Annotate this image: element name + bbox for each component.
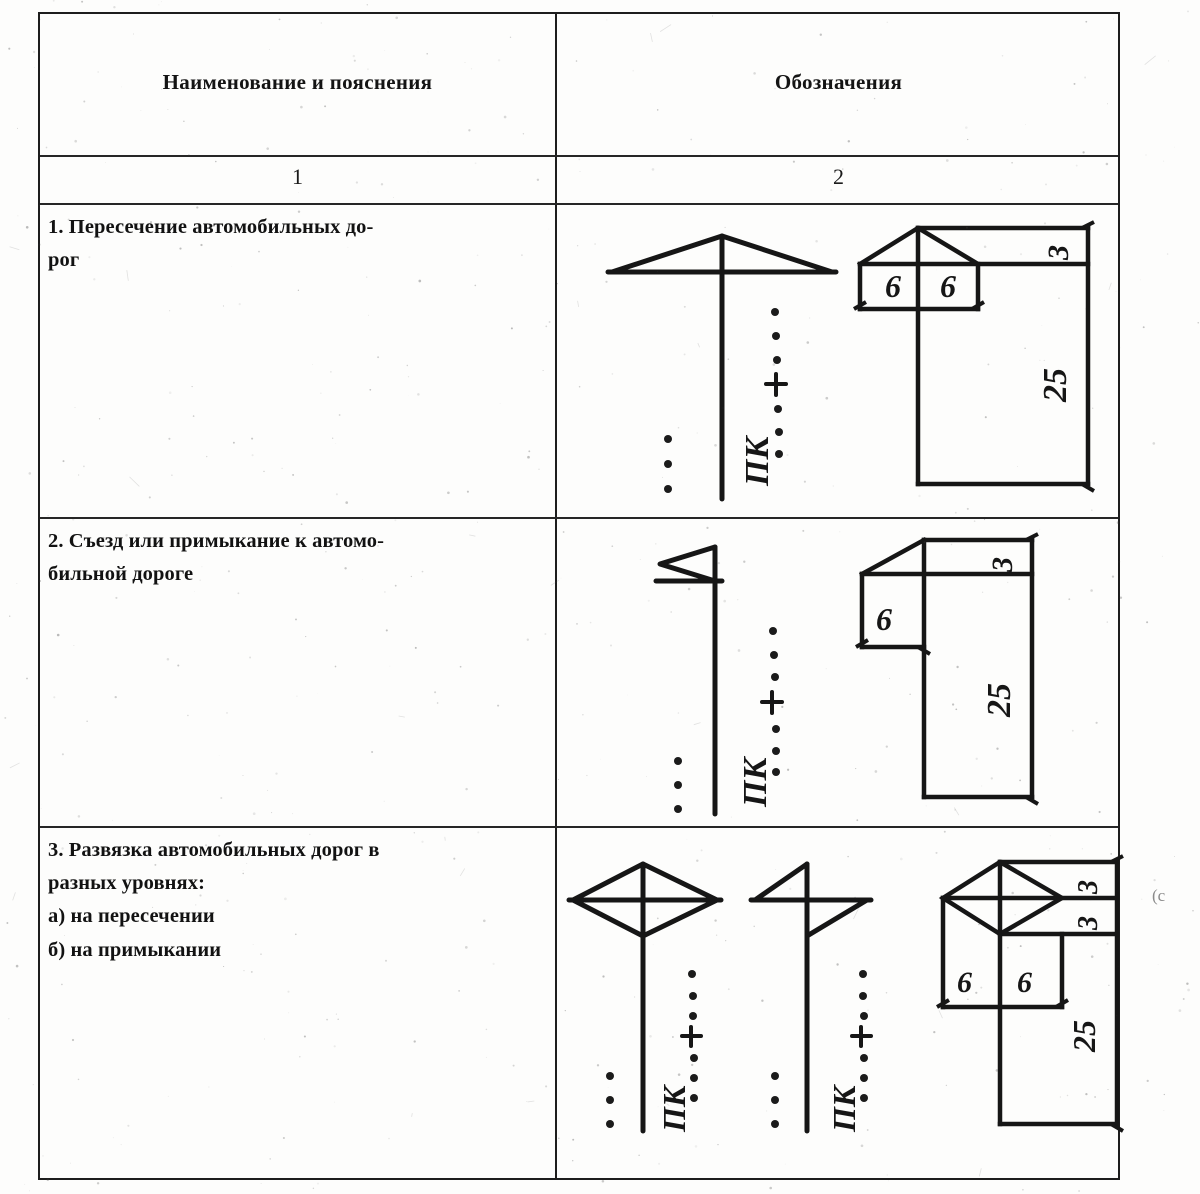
row-3b-pk-label: ПК: [826, 1083, 862, 1133]
column-divider: [555, 14, 557, 1178]
row-2-pk-label: ПК: [737, 756, 774, 808]
row-1-dim-vertical: 25: [1037, 368, 1074, 403]
row-1-dim-right: 6: [940, 268, 956, 304]
row-2-dim-vertical: 25: [981, 683, 1018, 718]
row-3-symbol-a-drawing: ПК: [565, 846, 755, 1136]
row-3-line-1: 3. Развязка автомобильных дорог в: [48, 839, 380, 861]
row-2-chainage-dots: [769, 627, 780, 776]
row-2-dim-top: 3: [986, 557, 1019, 573]
header-divider: [40, 155, 1118, 157]
row-3-description: 3. Развязка автомобильных дорог в разных…: [48, 834, 548, 967]
column-number-divider: [40, 203, 1118, 205]
column-header-name: Наименование и пояснения: [162, 70, 433, 94]
row-3a-pk-label: ПК: [656, 1083, 692, 1133]
row-3-dimension-drawing: 6 6 3 3 25: [925, 842, 1150, 1152]
row-2-left-dots: [674, 757, 682, 813]
row-1-left-dots: [664, 435, 672, 493]
row-1-symbol-drawing: ПК: [600, 214, 860, 504]
row-1-pk-label: ПК: [739, 435, 776, 487]
row-1-line-2: рог: [48, 249, 80, 272]
row-3a-chainage-dots: [688, 970, 698, 1102]
row-1-line-1: 1. Пересечение автомобильных до-: [48, 216, 374, 238]
row-2-dim-left: 6: [876, 601, 892, 637]
row-3-line-4: б) на примыкании: [48, 938, 222, 961]
row-2-plus-sign: [760, 690, 784, 715]
row-3b-plus-sign: [850, 1025, 873, 1048]
row-3-dim-vertical: 25: [1066, 1020, 1102, 1053]
column-header-symbols: Обозначения: [774, 70, 903, 94]
row-2-dimension-drawing: 6 3 25: [840, 522, 1120, 822]
row-3-line-2: разных уровнях:: [48, 872, 206, 895]
row-3a-left-dots: [606, 1072, 614, 1128]
margin-annotation: (c: [1152, 886, 1166, 905]
row-2-line-1: 2. Съезд или примыкание к автомо-: [48, 530, 385, 552]
row-3-symbol-b-drawing: ПК: [745, 846, 935, 1136]
row-1-plus-sign: [764, 372, 788, 397]
row-3-dim-left: 6: [957, 966, 972, 999]
row-3-dim-top-2: 3: [1073, 916, 1104, 931]
row-3a-plus-sign: [680, 1025, 703, 1048]
row-3-line-3: а) на пересечении: [48, 905, 215, 928]
row-1-chainage-dots: [771, 308, 783, 458]
column-number-1: 1: [292, 164, 303, 189]
row-1-dimension-drawing: 6 6 3 25: [840, 212, 1120, 502]
row-2-line-2: бильной дороге: [48, 563, 194, 586]
row-1-dim-top: 3: [1042, 245, 1075, 261]
row-3b-chainage-dots: [859, 970, 868, 1102]
row-3-dim-top-1: 3: [1073, 880, 1104, 895]
row-1-description: 1. Пересечение автомобильных до- рог: [48, 211, 548, 277]
row-2-symbol-drawing: ПК: [630, 529, 870, 819]
row-3-dim-right: 6: [1017, 966, 1032, 999]
row-1-dim-left: 6: [885, 268, 901, 304]
row-3b-left-dots: [771, 1072, 779, 1128]
column-number-2: 2: [833, 164, 844, 189]
row-2-description: 2. Съезд или примыкание к автомо- бильно…: [48, 525, 548, 591]
row-divider-3: [40, 826, 1118, 828]
row-divider-2: [40, 517, 1118, 519]
symbols-table: Наименование и пояснения Обозначения 1 2…: [38, 12, 1125, 1180]
